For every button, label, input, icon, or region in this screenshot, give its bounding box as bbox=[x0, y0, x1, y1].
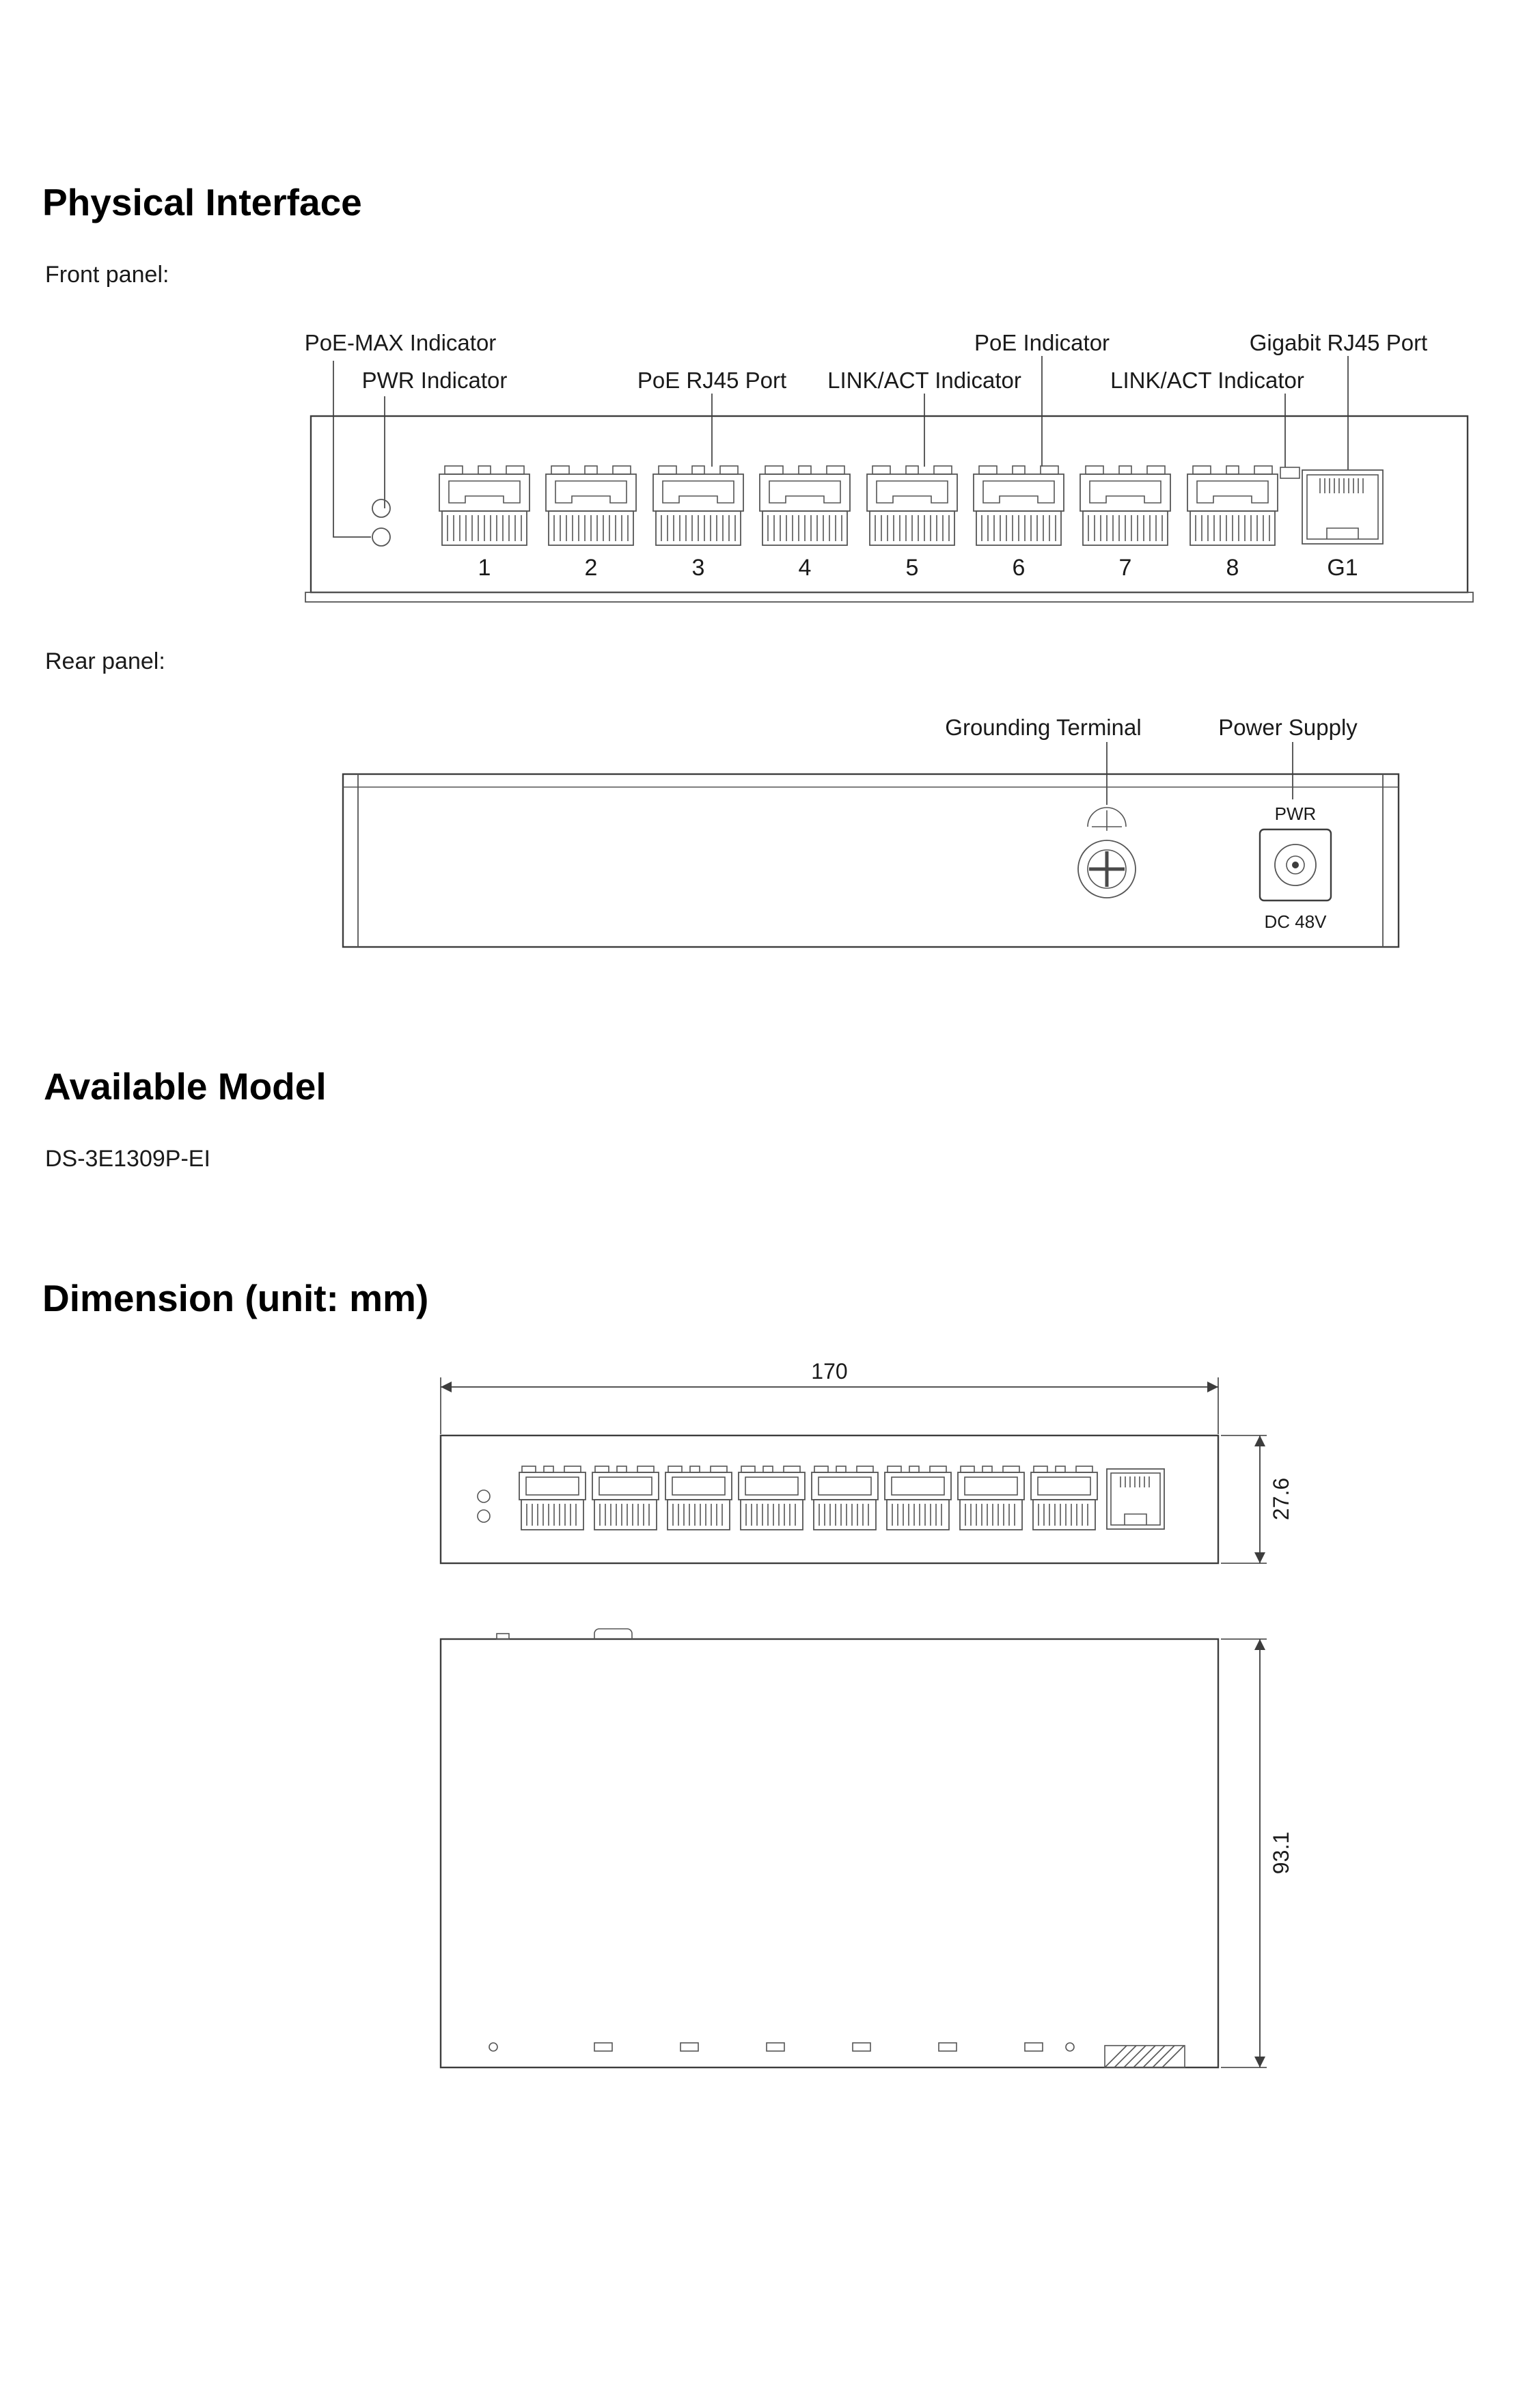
port-number-4: 4 bbox=[799, 555, 812, 581]
port-number-3: 3 bbox=[692, 555, 705, 581]
callout-grounding-terminal: Grounding Terminal bbox=[945, 715, 1141, 740]
available-model-title: Available Model bbox=[44, 1065, 327, 1108]
poe-port-module-6 bbox=[973, 465, 1064, 546]
port-number-1: 1 bbox=[478, 555, 491, 581]
poe-port-module-2 bbox=[545, 465, 637, 546]
dim-height-value: 27.6 bbox=[1269, 1478, 1293, 1520]
front-view-chassis bbox=[439, 1434, 1220, 1565]
front-view-port-6 bbox=[884, 1466, 952, 1530]
pwr-led bbox=[372, 499, 391, 518]
rear-panel-diagram: Grounding Terminal Power Supply PWR DC 4… bbox=[342, 715, 1400, 948]
poe-port-module-7 bbox=[1080, 465, 1171, 546]
front-view-port-2 bbox=[592, 1466, 659, 1530]
port-number-8: 8 bbox=[1226, 555, 1239, 581]
physical-interface-title: Physical Interface bbox=[42, 181, 362, 223]
poe-port-module-8 bbox=[1187, 465, 1278, 546]
grounding-terminal-screw bbox=[1077, 840, 1136, 898]
callout-link-act-indicator-left: LINK/ACT Indicator bbox=[827, 368, 1021, 393]
poe-port-module-5 bbox=[866, 465, 958, 546]
port-number-7: 7 bbox=[1119, 555, 1132, 581]
model-number: DS-3E1309P-EI bbox=[45, 1146, 210, 1172]
top-view-tab bbox=[496, 1633, 510, 1640]
front-view-port-5 bbox=[811, 1466, 879, 1530]
front-view-gigabit-port bbox=[1106, 1468, 1165, 1530]
power-supply-jack bbox=[1259, 828, 1332, 902]
top-view-bump bbox=[594, 1628, 633, 1639]
front-view-port-7 bbox=[957, 1466, 1025, 1530]
callout-poe-indicator: PoE Indicator bbox=[974, 330, 1110, 355]
front-view-port-1 bbox=[519, 1466, 586, 1530]
dc-48v-label: DC 48V bbox=[1264, 911, 1327, 932]
leader-line-poe-max bbox=[333, 361, 371, 538]
top-view-chassis bbox=[439, 1638, 1220, 2069]
front-view-port-3 bbox=[665, 1466, 732, 1530]
poe-port-module-3 bbox=[652, 465, 744, 546]
front-chassis-base bbox=[305, 592, 1474, 603]
rear-chassis bbox=[342, 773, 1400, 948]
port-number-6: 6 bbox=[1013, 555, 1026, 581]
rear-panel-label: Rear panel: bbox=[45, 648, 165, 674]
grounding-symbol bbox=[1087, 807, 1127, 831]
gigabit-port bbox=[1302, 469, 1384, 545]
callout-poe-rj45-port: PoE RJ45 Port bbox=[637, 368, 786, 393]
callout-link-act-indicator-right: LINK/ACT Indicator bbox=[1110, 368, 1304, 393]
dimension-drawing: 170 27.6 bbox=[439, 1359, 1293, 2069]
front-panel-diagram: PoE-MAX Indicator PWR Indicator PoE RJ45… bbox=[305, 330, 1474, 603]
front-view-port-8 bbox=[1030, 1466, 1098, 1530]
port-number-2: 2 bbox=[585, 555, 598, 581]
callout-power-supply: Power Supply bbox=[1218, 715, 1358, 740]
poe-port-module-4 bbox=[759, 465, 851, 546]
front-view-led-2 bbox=[477, 1509, 491, 1523]
gigabit-link-act-led bbox=[1280, 467, 1300, 479]
front-view-port-4 bbox=[738, 1466, 806, 1530]
pwr-label: PWR bbox=[1275, 803, 1317, 824]
dimension-title: Dimension (unit: mm) bbox=[42, 1277, 429, 1319]
top-view-label-area bbox=[1104, 2045, 1185, 2068]
front-view-led-1 bbox=[477, 1489, 491, 1503]
poe-max-led bbox=[372, 527, 391, 547]
front-panel-label: Front panel: bbox=[45, 262, 169, 288]
port-number-5: 5 bbox=[906, 555, 919, 581]
top-view-bottom-details bbox=[489, 2042, 1075, 2052]
poe-port-module-1 bbox=[439, 465, 530, 546]
callout-pwr-indicator: PWR Indicator bbox=[362, 368, 508, 393]
callout-gigabit-rj45-port: Gigabit RJ45 Port bbox=[1250, 330, 1427, 355]
callout-poe-max-indicator: PoE-MAX Indicator bbox=[305, 330, 497, 355]
gigabit-port-label: G1 bbox=[1327, 555, 1358, 581]
dim-depth-value: 93.1 bbox=[1269, 1832, 1293, 1874]
dim-width-value: 170 bbox=[811, 1359, 847, 1384]
